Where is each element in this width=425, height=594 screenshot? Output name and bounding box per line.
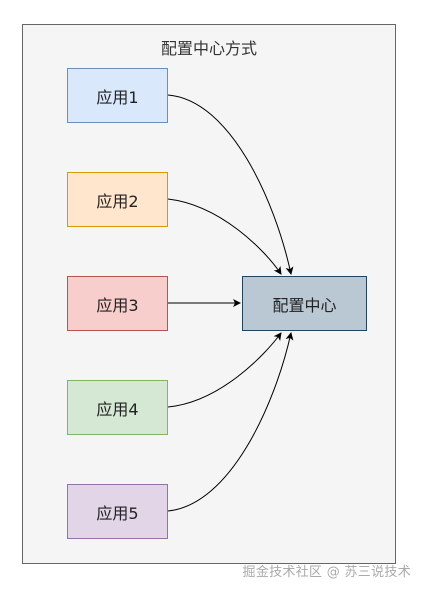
app-2-node: 应用2 (67, 172, 168, 227)
diagram-title: 配置中心方式 (160, 39, 257, 58)
config-center-node: 配置中心 (242, 276, 367, 331)
watermark: 掘金技术社区 @ 苏三说技术 (242, 565, 411, 580)
app-5-node: 应用5 (67, 484, 168, 539)
app-4-node: 应用4 (67, 380, 168, 435)
app-1-node: 应用1 (67, 68, 168, 123)
app-3-node: 应用3 (67, 276, 168, 331)
